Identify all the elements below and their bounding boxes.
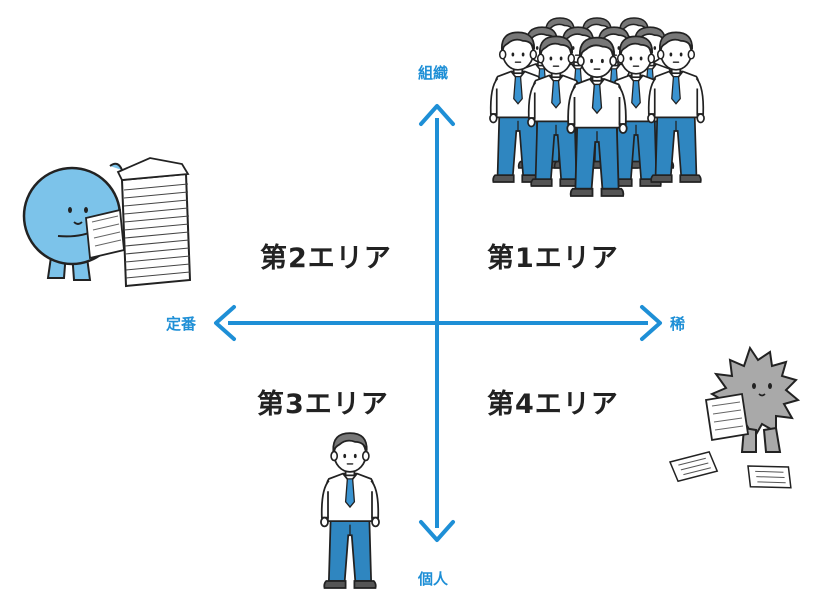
single-office-worker-illustration — [320, 432, 380, 589]
blue-character-with-paper-stack-illustration — [22, 157, 192, 288]
arrow-left-icon — [214, 305, 236, 341]
area-label-3: 第3エリア — [257, 389, 389, 420]
axis-label-bottom: 個人 — [418, 570, 449, 588]
axis-label-left: 定番 — [166, 315, 197, 333]
arrow-down-icon — [419, 520, 455, 542]
axis-label-right: 稀 — [670, 315, 686, 333]
area-label-4: 第4エリア — [487, 389, 619, 420]
axes — [214, 104, 662, 542]
area-label-2: 第2エリア — [260, 243, 392, 274]
area-label-1: 第1エリア — [487, 243, 619, 274]
axis-label-top: 組織 — [418, 64, 449, 82]
group-of-office-workers-illustration — [489, 17, 705, 197]
gray-spiky-character-illustration — [668, 345, 801, 495]
arrow-up-icon — [419, 104, 455, 126]
arrow-right-icon — [640, 305, 662, 341]
